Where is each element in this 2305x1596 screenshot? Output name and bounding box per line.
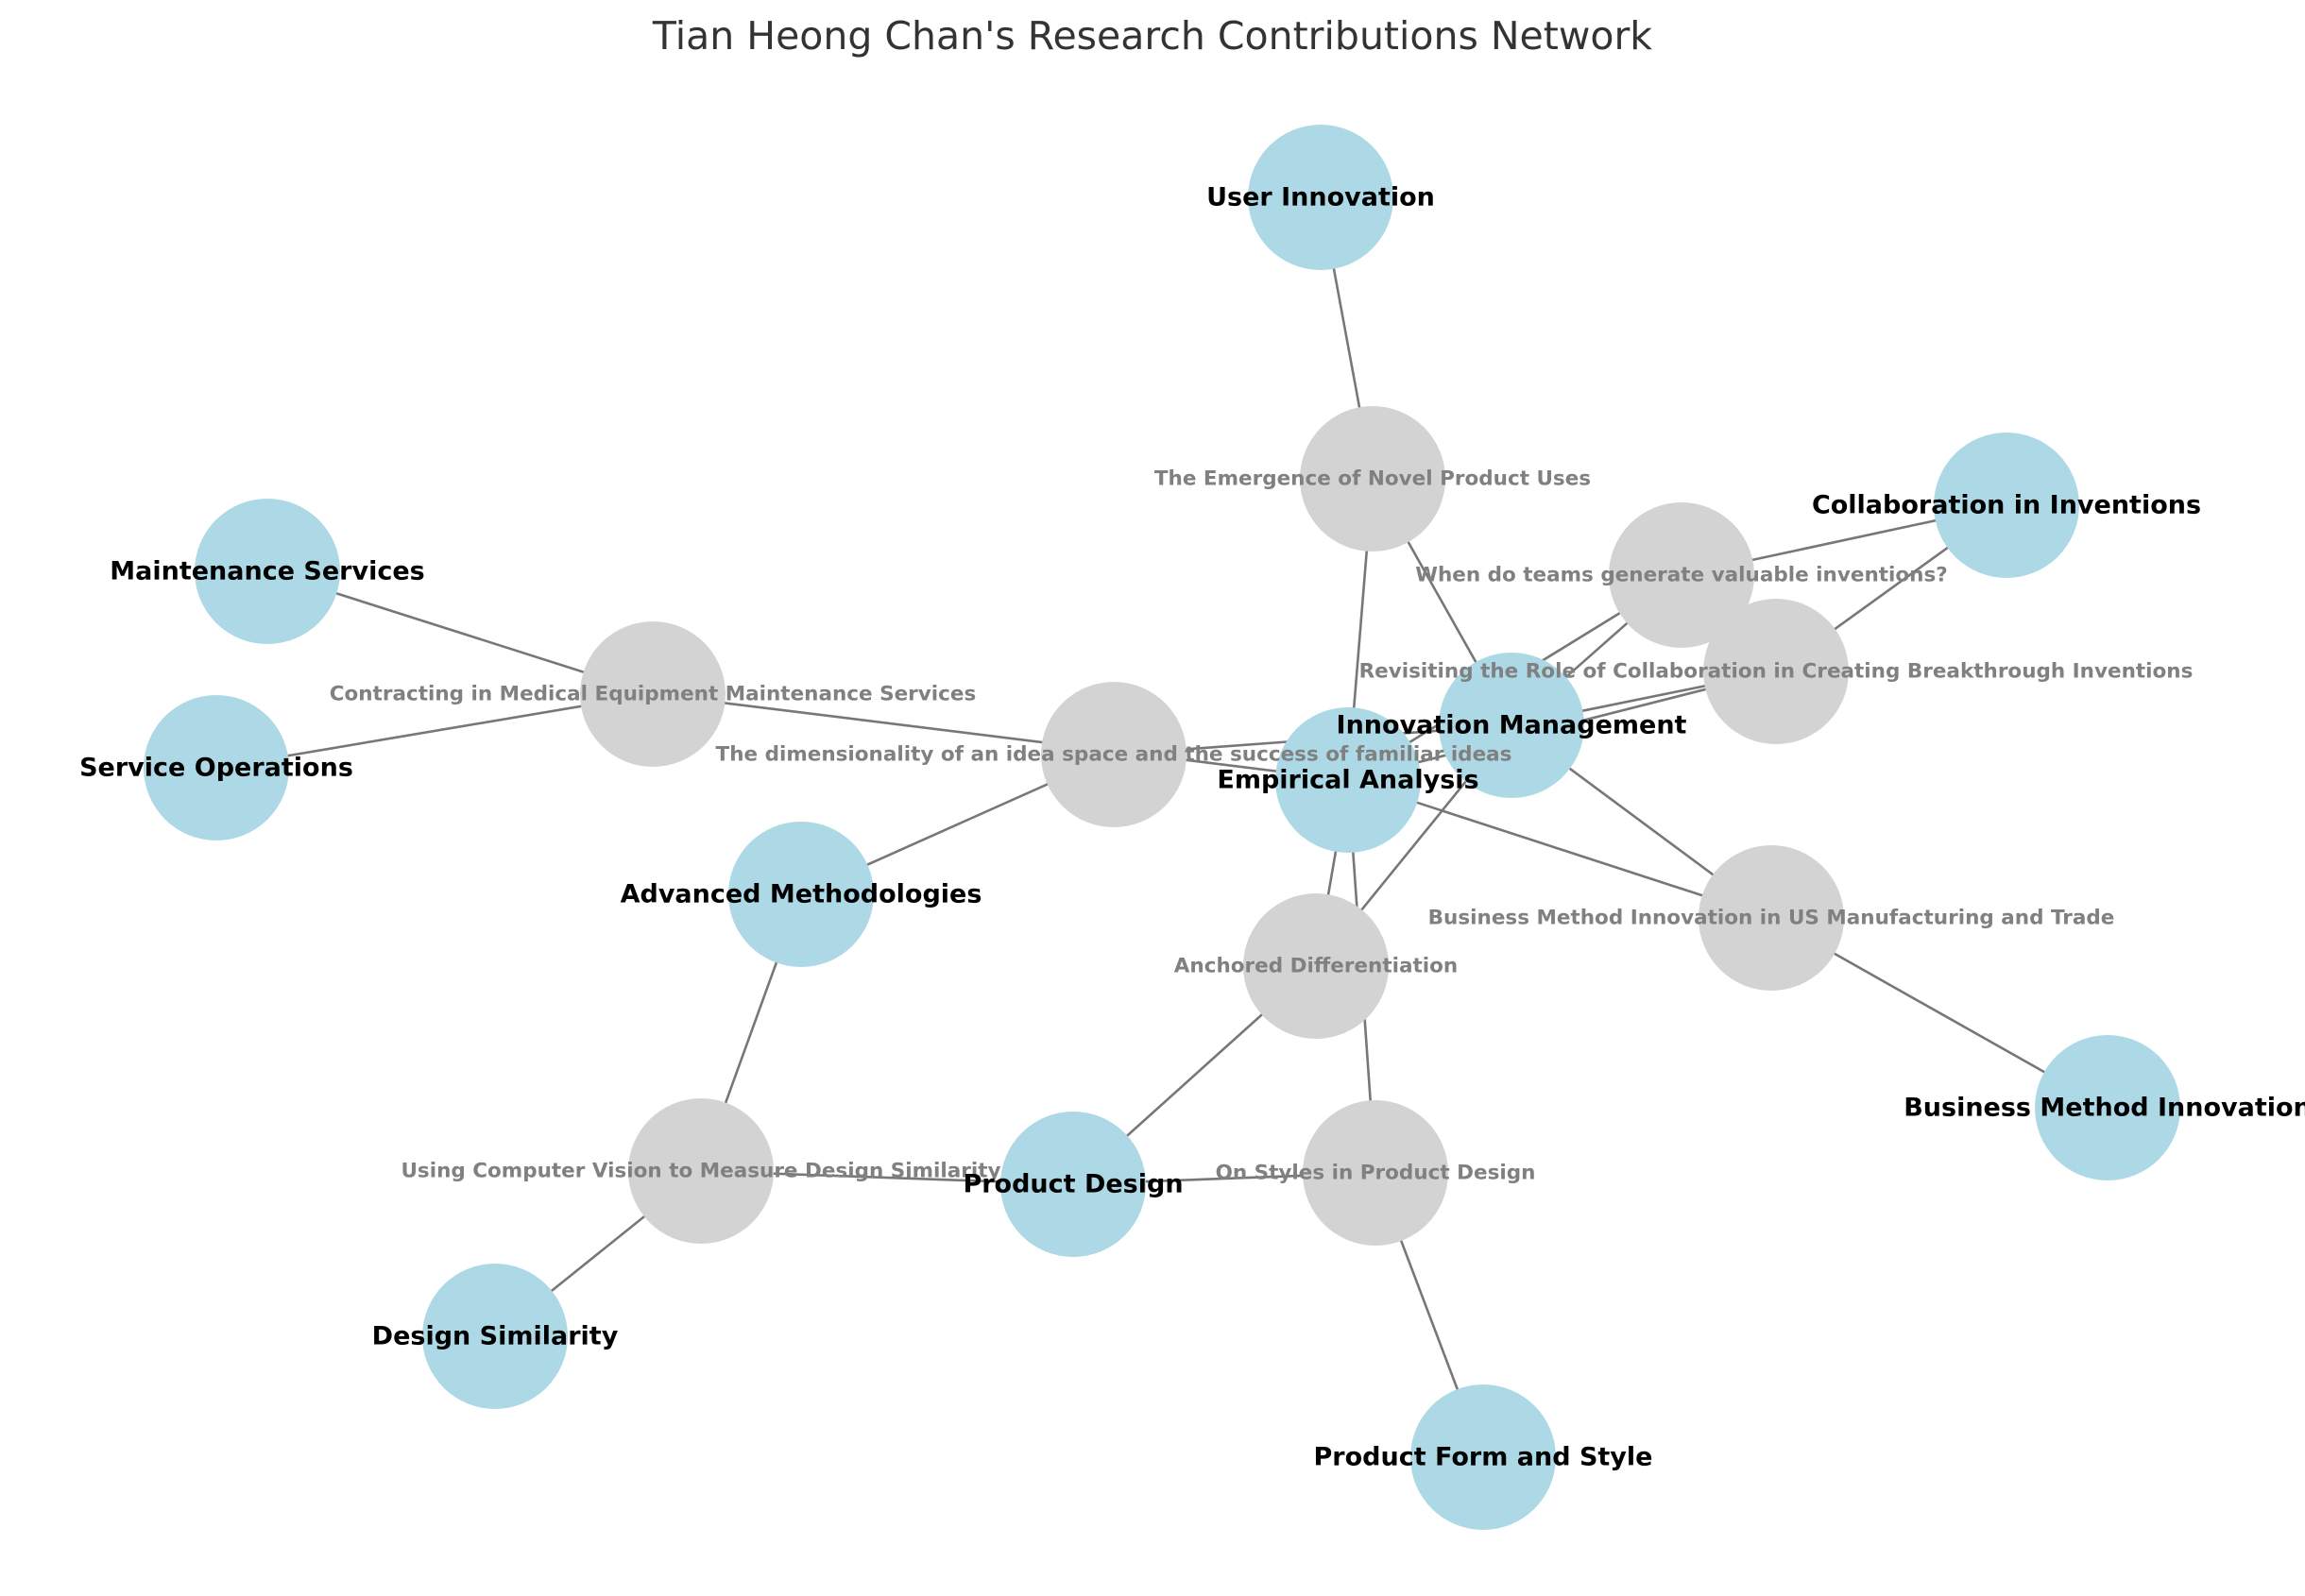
topic-node-advanced-methodologies[interactable]	[728, 822, 874, 967]
diagram-title: Tian Heong Chan's Research Contributions…	[652, 13, 1652, 59]
paper-label-novel-uses: The Emergence of Novel Product Uses	[1154, 467, 1591, 491]
topic-node-service-operations[interactable]	[144, 695, 289, 840]
topic-node-business-method[interactable]	[2035, 1035, 2180, 1180]
topic-label-design-similarity: Design Similarity	[372, 1322, 619, 1351]
topic-label-advanced-methodologies: Advanced Methodologies	[621, 880, 982, 909]
nodes-layer	[144, 125, 2180, 1530]
topic-label-maintenance: Maintenance Services	[110, 557, 424, 586]
topic-node-innovation-management[interactable]	[1439, 653, 1584, 798]
paper-node-revisiting[interactable]	[1703, 599, 1849, 744]
paper-label-bmi: Business Method Innovation in US Manufac…	[1428, 907, 2115, 930]
paper-label-styles: On Styles in Product Design	[1216, 1162, 1536, 1185]
topic-label-collaboration: Collaboration in Inventions	[1812, 491, 2201, 520]
topic-label-service-operations: Service Operations	[79, 754, 353, 783]
topic-node-maintenance[interactable]	[195, 499, 340, 644]
paper-node-teams[interactable]	[1609, 502, 1754, 648]
paper-label-anchored: Anchored Differentiation	[1174, 955, 1458, 978]
edge-contracting-to-empirical-analysis	[652, 692, 1349, 782]
topic-node-collaboration[interactable]	[1934, 433, 2079, 578]
paper-node-computer-vision[interactable]	[628, 1098, 774, 1244]
topic-label-business-method: Business Method Innovation	[1904, 1094, 2305, 1123]
paper-node-dimensionality[interactable]	[1041, 682, 1187, 827]
edge-empirical-analysis-to-bmi	[1347, 778, 1772, 920]
topic-label-product-design: Product Design	[963, 1170, 1183, 1199]
topic-label-innovation-management: Innovation Management	[1337, 711, 1687, 740]
topic-node-product-design[interactable]	[1000, 1112, 1146, 1257]
paper-label-teams: When do teams generate valuable inventio…	[1415, 564, 1948, 587]
paper-node-bmi[interactable]	[1699, 845, 1844, 991]
paper-label-revisiting: Revisiting the Role of Collaboration in …	[1359, 660, 2194, 684]
paper-node-anchored[interactable]	[1243, 893, 1389, 1039]
topic-node-design-similarity[interactable]	[422, 1264, 568, 1409]
paper-node-novel-uses[interactable]	[1300, 406, 1445, 552]
paper-label-dimensionality: The dimensionality of an idea space and …	[716, 743, 1512, 767]
topic-label-product-form: Product Form and Style	[1314, 1443, 1653, 1472]
labels-layer: The Emergence of Novel Product UsesWhen …	[79, 183, 2305, 1472]
topic-node-empirical-analysis[interactable]	[1275, 707, 1421, 853]
paper-label-contracting: Contracting in Medical Equipment Mainten…	[330, 683, 977, 706]
edge-service-operations-to-contracting	[215, 692, 654, 770]
topic-label-empirical-analysis: Empirical Analysis	[1217, 766, 1478, 795]
paper-label-computer-vision: Using Computer Vision to Measure Design …	[401, 1160, 1000, 1183]
paper-node-styles[interactable]	[1303, 1100, 1448, 1246]
topic-node-product-form[interactable]	[1410, 1384, 1556, 1530]
paper-node-contracting[interactable]	[580, 621, 726, 767]
topic-label-user-innovation: User Innovation	[1206, 183, 1435, 212]
topic-node-user-innovation[interactable]	[1248, 125, 1393, 270]
